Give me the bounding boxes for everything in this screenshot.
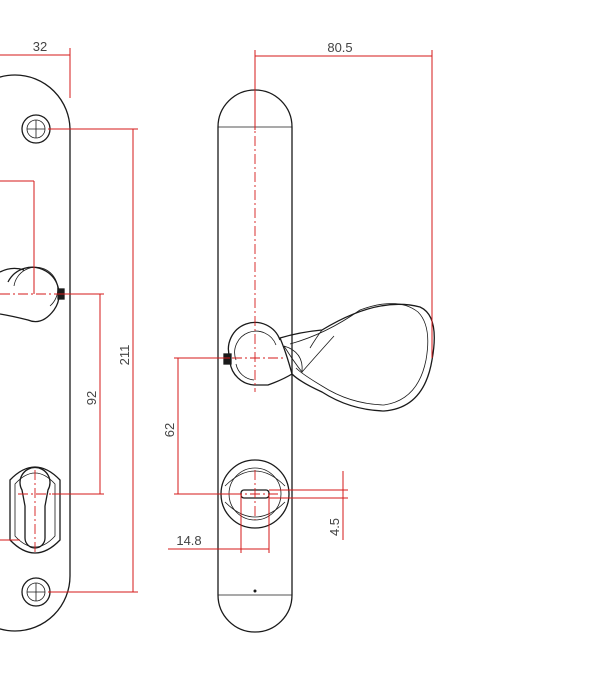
right-backplate-view: 80.5 62 14.8 4.5 — [162, 40, 435, 633]
right-bottom-mark — [253, 589, 257, 593]
left-backplate-outline — [0, 74, 71, 632]
left-handle-rose — [0, 266, 65, 323]
dim-spindle-offset: 14.8 — [176, 533, 201, 548]
left-backplate-view: 32 211 92 — [0, 39, 138, 632]
left-top-screw-hole — [21, 114, 51, 144]
dim-handle-projection: 80.5 — [327, 40, 352, 55]
dim-overall-length: 211 — [117, 345, 132, 366]
left-bottom-screw-hole — [21, 577, 51, 607]
lever-handle — [279, 303, 435, 412]
right-handle-rose — [223, 118, 293, 392]
dim-spindle-slot: 4.5 — [327, 518, 342, 536]
left-euro-cylinder-cutout — [9, 466, 61, 554]
dim-top-width: 32 — [33, 39, 47, 54]
dim-handle-to-spindle: 62 — [162, 423, 177, 437]
dim-handle-to-cylinder: 92 — [84, 391, 99, 405]
